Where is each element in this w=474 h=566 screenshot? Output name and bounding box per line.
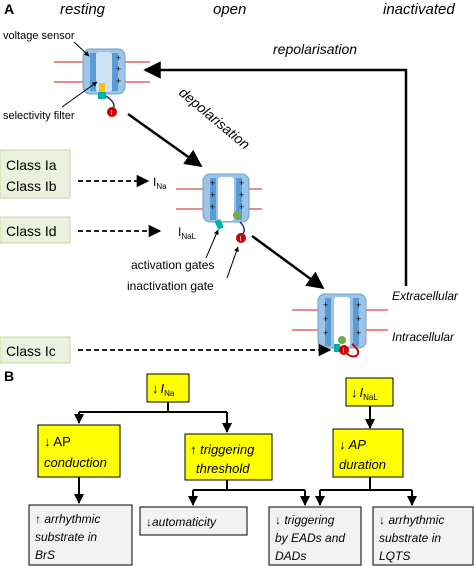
svg-text:+: + bbox=[356, 328, 361, 338]
voltage-sensor-pointer bbox=[73, 41, 90, 57]
svg-text:+: + bbox=[239, 190, 244, 200]
class-ic-label: Class Ic bbox=[6, 343, 56, 359]
ap-duration-box: ↓ AP duration bbox=[332, 428, 404, 478]
activation-gates-label: activation gates bbox=[131, 258, 214, 272]
extracellular-label: Extracellular bbox=[392, 289, 459, 303]
svg-text:↓ triggering: ↓ triggering bbox=[275, 513, 335, 527]
ina-reduction-box: ↓INa bbox=[146, 373, 190, 403]
svg-text:↓ AP: ↓ AP bbox=[44, 434, 71, 449]
depolarisation-arrow bbox=[127, 112, 203, 168]
inal-reduction-box: ↓INaL bbox=[345, 377, 394, 407]
outcome-lqts-box: ↓ arrhythmic substrate in LQTS bbox=[372, 506, 474, 566]
panel-a-label: A bbox=[4, 1, 14, 17]
svg-text:I: I bbox=[111, 110, 113, 117]
svg-text:+: + bbox=[116, 53, 121, 63]
svg-text:+: + bbox=[210, 202, 215, 212]
ap-conduction-box: ↓ AP conduction bbox=[37, 424, 121, 478]
intracellular-label: Intracellular bbox=[392, 330, 455, 344]
outcome-brs-box: ↑ arrhythmic substrate in BrS bbox=[28, 504, 133, 566]
svg-text:threshold: threshold bbox=[196, 461, 250, 476]
activation-gates-pointer bbox=[205, 229, 219, 259]
state-inactivated-label: inactivated bbox=[383, 1, 455, 18]
svg-text:+: + bbox=[356, 314, 361, 324]
svg-text:+: + bbox=[210, 190, 215, 200]
svg-text:by EADs and: by EADs and bbox=[275, 531, 345, 545]
svg-text:LQTS: LQTS bbox=[379, 549, 410, 563]
class-ic-box: Class Ic bbox=[0, 336, 71, 364]
svg-text:↓ AP: ↓ AP bbox=[339, 437, 366, 452]
repolarisation-label: repolarisation bbox=[273, 41, 357, 57]
svg-text:+: + bbox=[210, 178, 215, 188]
ina-connectors bbox=[74, 402, 232, 433]
state-resting-label: resting bbox=[60, 1, 106, 18]
selectivity-filter-pointer bbox=[61, 81, 98, 108]
duration-connectors bbox=[315, 477, 417, 506]
svg-text:I: I bbox=[240, 236, 242, 243]
svg-text:duration: duration bbox=[339, 457, 386, 472]
svg-text:↓automaticity: ↓automaticity bbox=[146, 515, 217, 529]
outcome-automaticity-box: ↓automaticity bbox=[139, 506, 248, 536]
inal-current-label: INaL bbox=[178, 225, 197, 241]
class-i-ab-box: Class Ia Class Ib bbox=[0, 149, 71, 199]
svg-text:↓ arrhythmic: ↓ arrhythmic bbox=[379, 513, 444, 527]
channel-inactivated: + + + + + + I bbox=[292, 293, 388, 358]
svg-text:+: + bbox=[323, 314, 328, 324]
class-ib-label: Class Ib bbox=[6, 178, 57, 194]
svg-text:substrate in: substrate in bbox=[35, 530, 97, 544]
svg-text:+: + bbox=[323, 300, 328, 310]
ina-current-label: INa bbox=[153, 175, 167, 191]
svg-text:+: + bbox=[239, 178, 244, 188]
voltage-sensor-label: voltage sensor bbox=[3, 30, 75, 42]
class-id-label: Class Id bbox=[6, 223, 57, 239]
repolarisation-arrow bbox=[143, 61, 408, 286]
svg-text:↑ triggering: ↑ triggering bbox=[190, 442, 255, 457]
svg-text:↑ arrhythmic: ↑ arrhythmic bbox=[35, 512, 100, 526]
svg-text:substrate in: substrate in bbox=[379, 531, 441, 545]
depolarisation-label: depolarisation bbox=[176, 84, 253, 152]
svg-text:+: + bbox=[356, 300, 361, 310]
selectivity-filter-label: selectivity filter bbox=[3, 110, 75, 122]
svg-text:↓INaL: ↓INaL bbox=[351, 385, 378, 402]
svg-text:+: + bbox=[323, 328, 328, 338]
channel-open: + + + + + + I bbox=[176, 173, 262, 243]
triggering-threshold-box: ↑ triggering threshold bbox=[184, 433, 273, 481]
panel-b-label: B bbox=[4, 368, 14, 384]
svg-text:+: + bbox=[116, 76, 121, 86]
svg-text:I: I bbox=[343, 348, 345, 355]
svg-text:↓INa: ↓INa bbox=[152, 381, 175, 398]
inactivation-gate-pointer bbox=[226, 246, 239, 279]
svg-text:+: + bbox=[239, 202, 244, 212]
svg-text:+: + bbox=[116, 64, 121, 74]
svg-text:BrS: BrS bbox=[35, 548, 55, 562]
outcome-ead-box: ↓ triggering by EADs and DADs bbox=[268, 506, 362, 566]
svg-text:DADs: DADs bbox=[275, 549, 306, 563]
channel-resting: + + + I bbox=[54, 48, 150, 117]
class-id-box: Class Id bbox=[0, 216, 71, 244]
svg-text:conduction: conduction bbox=[44, 455, 107, 470]
class-ia-label: Class Ia bbox=[6, 157, 57, 173]
inactivation-gate-label: inactivation gate bbox=[127, 279, 214, 293]
state-open-label: open bbox=[213, 1, 246, 18]
threshold-connectors bbox=[188, 480, 310, 506]
inactivation-arrow bbox=[251, 234, 325, 290]
